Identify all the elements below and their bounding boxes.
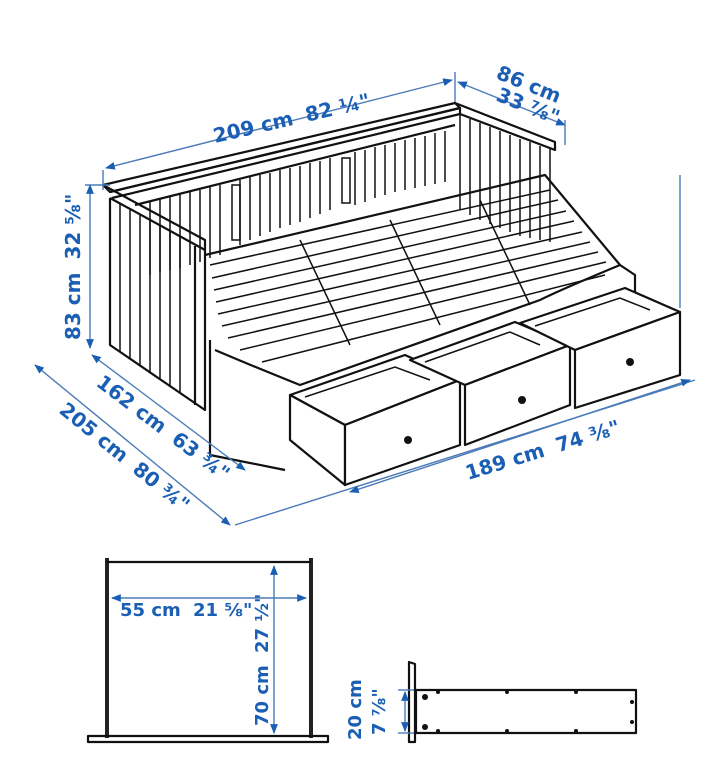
drawer-1 bbox=[288, 353, 462, 487]
drawer-height-label-cm: 20 cm bbox=[345, 679, 366, 740]
height-label: 83 cm 32 ⅝" bbox=[61, 194, 85, 340]
drawer-knob-2 bbox=[518, 396, 526, 404]
drawer-height-label-inch: 7 ⅞" bbox=[369, 688, 390, 735]
length-label: 209 cm 82 ¼" bbox=[211, 88, 373, 147]
drawer-knob-1 bbox=[404, 436, 412, 444]
drawer-width-label: 55 cm 21 ⅝" bbox=[120, 600, 252, 621]
drawer-knob-3 bbox=[626, 358, 634, 366]
drawer-side-view bbox=[398, 660, 638, 744]
extended-width-label: 205 cm 80 ¾" bbox=[55, 397, 195, 517]
inner-width-label: 162 cm 63 ¾" bbox=[92, 370, 234, 486]
bed-slats bbox=[209, 189, 607, 363]
dimension-lines bbox=[34, 72, 696, 526]
drawer-top-view bbox=[86, 558, 330, 744]
drawer-depth-label: 70 cm 27 ½" bbox=[252, 594, 273, 726]
